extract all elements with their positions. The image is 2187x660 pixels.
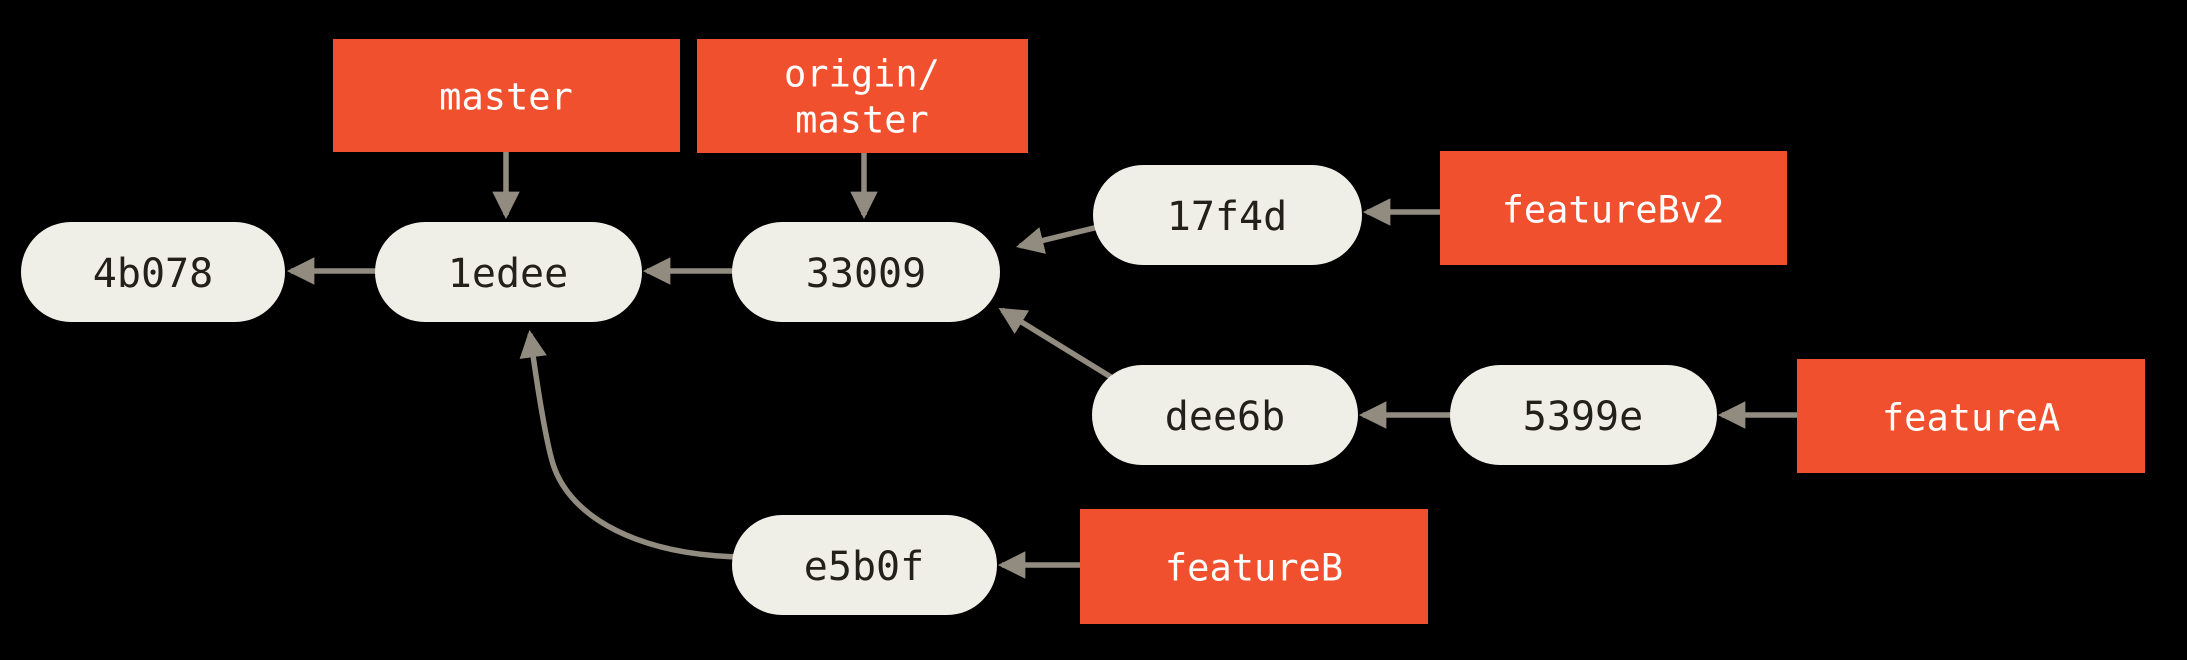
branch-ref-featureBv2: featureBv2 [1440,151,1787,265]
commit-label-4b078: 4b078 [93,251,213,297]
commit-label-e5b0f: e5b0f [804,544,924,590]
edge-e5b0f-to-1edee [519,329,746,560]
branch-box-featureBv2 [1440,151,1787,265]
commit-node-e5b0f: e5b0f [732,515,997,615]
commit-pill-1edee [375,222,642,322]
commit-label-dee6b: dee6b [1165,394,1285,440]
commit-node-1edee: 1edee [375,222,642,322]
commit-node-4b078: 4b078 [21,222,285,322]
branch-label-featureBv2: featureBv2 [1502,189,1725,232]
commit-label-1edee: 1edee [448,251,568,297]
commit-pill-4b078 [21,222,285,322]
commit-pill-33009 [732,222,1000,322]
commit-label-5399e: 5399e [1523,394,1643,440]
branch-box-master [333,39,680,152]
commit-pill-dee6b [1092,365,1358,465]
commit-node-5399e: 5399e [1450,365,1717,465]
branch-ref-origin-master: origin/ master [697,39,1028,153]
commit-label-17f4d: 17f4d [1167,194,1287,240]
branch-label-featureB: featureB [1165,547,1343,590]
branch-box-origin-master [697,39,1028,153]
branch-label-master: master [439,76,573,119]
commit-node-33009: 33009 [732,222,1000,322]
commit-pill-17f4d [1093,165,1362,265]
branch-label-origin-master-line2: master [795,99,929,142]
commit-pill-e5b0f [732,515,997,615]
commit-pill-5399e [1450,365,1717,465]
branch-box-featureA [1797,359,2145,473]
commit-node-dee6b: dee6b [1092,365,1358,465]
branch-ref-master: master [333,39,680,152]
branch-label-featureA: featureA [1882,397,2060,440]
branch-ref-featureA: featureA [1797,359,2145,473]
commit-label-33009: 33009 [806,251,926,297]
branch-label-origin-master-line1: origin/ [784,53,940,96]
branch-box-featureB [1080,509,1428,624]
branch-ref-featureB: featureB [1080,509,1428,624]
commit-node-17f4d: 17f4d [1093,165,1362,265]
